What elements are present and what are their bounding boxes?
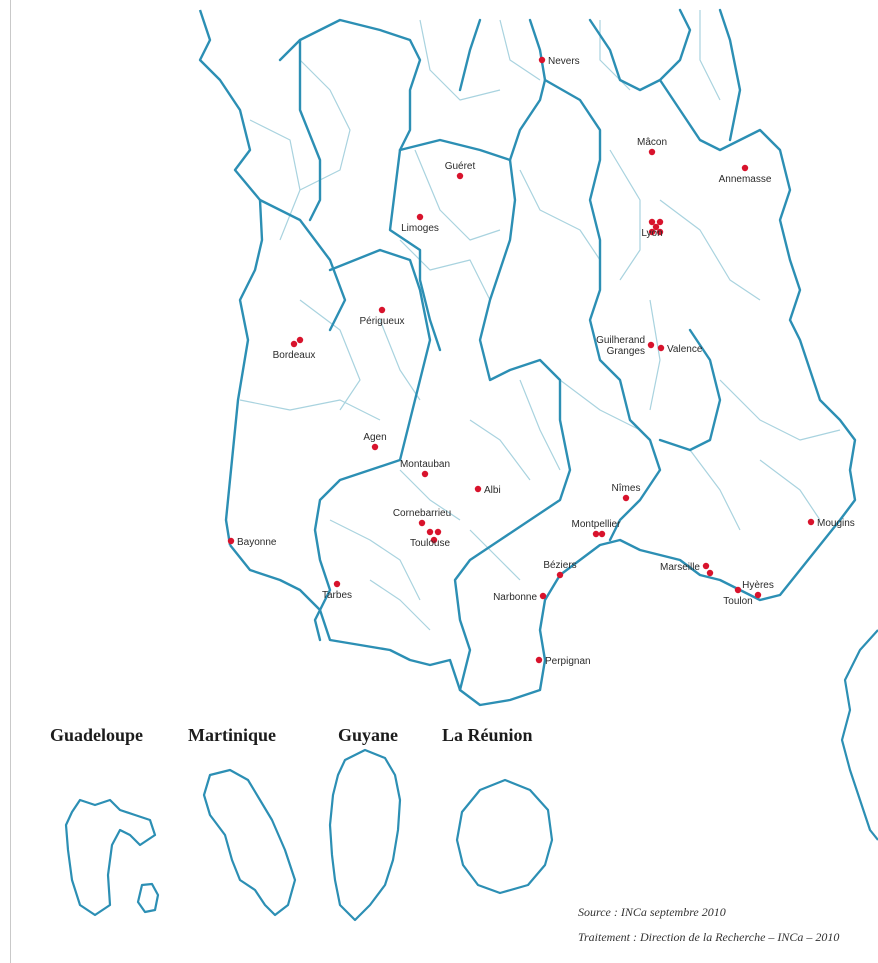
source-note: Source : INCa septembre 2010 — [578, 905, 726, 919]
city-marker-hyeres — [754, 591, 762, 599]
city-marker-lyon — [648, 228, 656, 236]
department-borders — [239, 10, 841, 631]
city-marker-beziers — [556, 571, 564, 579]
city-marker-gueret — [456, 172, 464, 180]
city-label-montpellier: Montpellier — [572, 519, 622, 530]
city-marker-nevers — [538, 56, 546, 64]
city-label-tarbes: Tarbes — [322, 590, 352, 601]
city-label-albi: Albi — [484, 485, 501, 496]
overseas-title-la-reunion: La Réunion — [442, 725, 533, 745]
city-label-nevers: Nevers — [548, 56, 580, 67]
city-marker-limoges — [416, 213, 424, 221]
city-marker-montpellier — [592, 530, 600, 538]
city-label-limoges: Limoges — [401, 223, 439, 234]
city-label-montauban: Montauban — [400, 459, 450, 470]
city-marker-agen — [371, 443, 379, 451]
city-label-cornebarrieu: Cornebarrieu — [393, 508, 451, 519]
overseas-title-guadeloupe: Guadeloupe — [50, 725, 144, 745]
city-marker-albi — [474, 485, 482, 493]
overseas-title-martinique: Martinique — [188, 725, 276, 745]
city-label-beziers: Béziers — [543, 560, 576, 571]
city-label-hyeres: Hyères — [742, 580, 774, 591]
city-marker-toulouse — [426, 528, 434, 536]
city-marker-cornebarrieu — [418, 519, 426, 527]
city-label-lyon: Lyon — [641, 228, 662, 239]
overseas-title-guyane: Guyane — [338, 725, 399, 745]
city-marker-mougins — [807, 518, 815, 526]
city-marker-lyon — [652, 223, 660, 231]
city-marker-montpellier — [598, 530, 606, 538]
city-label-toulon: Toulon — [723, 596, 752, 607]
city-label-toulouse: Toulouse — [410, 538, 450, 549]
city-marker-bordeaux — [296, 336, 304, 344]
city-label-marseille: Marseille — [660, 562, 700, 573]
city-marker-toulon — [734, 586, 742, 594]
city-label-gueret: Guéret — [445, 161, 476, 172]
city-label-bayonne: Bayonne — [237, 537, 277, 548]
city-label-perpignan: Perpignan — [545, 656, 591, 667]
city-marker-lyon — [656, 218, 664, 226]
city-marker-perpignan — [535, 656, 543, 664]
city-label-macon: Mâcon — [637, 137, 667, 148]
city-marker-lyon — [656, 228, 664, 236]
city-label-annemasse: Annemasse — [719, 174, 772, 185]
city-marker-valence — [657, 344, 665, 352]
city-label-agen: Agen — [363, 432, 386, 443]
corsica-fragment — [840, 629, 878, 841]
city-label-mougins: Mougins — [817, 518, 855, 529]
processing-note: Traitement : Direction de la Recherche –… — [578, 930, 840, 944]
city-marker-tarbes — [333, 580, 341, 588]
city-marker-nimes — [622, 494, 630, 502]
city-label-perigueux: Périgueux — [359, 316, 404, 327]
city-label-bordeaux: Bordeaux — [273, 350, 316, 361]
martinique-outline — [202, 768, 297, 917]
city-marker-toulouse — [430, 536, 438, 544]
guadeloupe-islet — [136, 882, 160, 914]
city-marker-guilherand-granges — [647, 341, 655, 349]
city-marker-annemasse — [741, 164, 749, 172]
city-marker-marseille — [706, 569, 714, 577]
city-marker-bayonne — [227, 537, 235, 545]
guadeloupe-outline — [64, 798, 157, 917]
city-label-nimes: Nîmes — [612, 483, 641, 494]
reunion-outline — [455, 778, 554, 895]
guyane-outline — [328, 748, 402, 922]
city-marker-narbonne — [539, 592, 547, 600]
city-marker-macon — [648, 148, 656, 156]
city-marker-perigueux — [378, 306, 386, 314]
city-marker-montauban — [421, 470, 429, 478]
city-label-narbonne: Narbonne — [493, 592, 537, 603]
city-marker-bordeaux — [290, 340, 298, 348]
city-marker-marseille — [702, 562, 710, 570]
city-marker-lyon — [648, 218, 656, 226]
left-border-line — [10, 0, 11, 963]
overseas-outlines — [64, 748, 554, 922]
city-marker-toulouse — [434, 528, 442, 536]
city-label-valence: Valence — [667, 344, 703, 355]
